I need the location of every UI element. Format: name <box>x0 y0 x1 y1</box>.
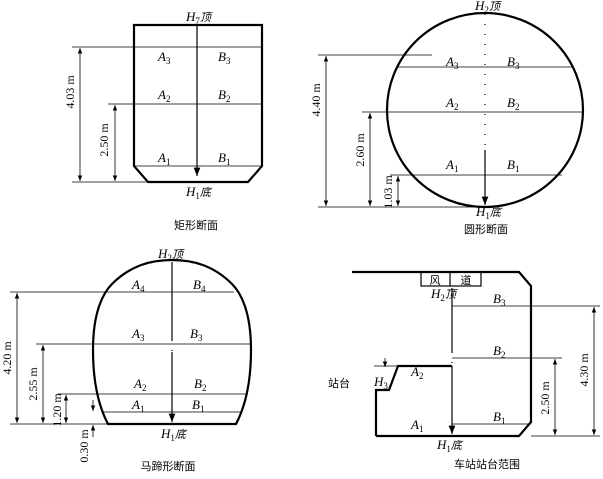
horseshoe-point-b3: B3 <box>190 326 203 343</box>
horseshoe-point-a1: A1 <box>131 397 144 414</box>
rect-point-a1: A1 <box>157 150 170 167</box>
horseshoe-point-a3: A3 <box>131 326 145 343</box>
circle-caption: 圆形断面 <box>464 222 508 236</box>
station-duct-left: 风 <box>430 274 441 287</box>
rect-point-a3: A3 <box>157 49 171 66</box>
rect-h1-label: H1底 <box>185 184 213 201</box>
horseshoe-caption: 马蹄形断面 <box>141 459 196 473</box>
station-roof-wall <box>352 270 533 438</box>
station-platform <box>374 364 452 436</box>
horseshoe-dim-base: 0.30 m <box>77 429 91 463</box>
rect-dim-total: 4.03 m <box>63 75 77 109</box>
rect-point-b3: B3 <box>218 49 231 66</box>
station-caption: 车站站台范围 <box>454 457 520 471</box>
horseshoe-h1-label: H1底 <box>160 426 188 443</box>
station-point-b1: B1 <box>493 409 505 426</box>
horseshoe-outline <box>91 258 253 426</box>
horseshoe-h2-label: H2顶 <box>157 246 185 263</box>
horseshoe-point-b2: B2 <box>194 376 206 393</box>
rect-dim-mid: 2.50 m <box>97 123 111 157</box>
station-dim-total: 4.30 m <box>577 353 591 387</box>
circle-point-b3: B3 <box>507 54 520 71</box>
circle-dim-low: 1.03 m <box>381 175 395 209</box>
circle-point-b2: B2 <box>507 95 519 112</box>
station-duct-right: 道 <box>461 273 472 287</box>
circle-point-b1: B1 <box>507 157 519 174</box>
rect-point-a2: A2 <box>157 87 170 104</box>
horseshoe-dim-low: 1.20 m <box>50 393 64 427</box>
station-dim-mid: 2.50 m <box>538 381 552 415</box>
station-h1-label: H1底 <box>436 437 464 454</box>
circle-point-a2: A2 <box>445 95 458 112</box>
circle-dim-mid: 2.60 m <box>353 133 367 167</box>
rect-h2-label: H7顶 <box>185 9 213 26</box>
horseshoe-point-b1: B1 <box>192 397 204 414</box>
circle-section: 4.40 m 2.60 m 1.03 m A3 B3 A2 B2 A1 B1 H… <box>309 0 585 236</box>
horseshoe-point-a2: A2 <box>133 376 146 393</box>
station-point-b3: B3 <box>493 291 506 308</box>
horseshoe-point-b4: B4 <box>193 277 206 294</box>
station-point-a1: A1 <box>410 417 423 434</box>
station-h3-label: H3 <box>373 374 388 391</box>
circle-h1-label: H1底 <box>475 204 503 221</box>
circle-h2-label: H2顶 <box>474 0 502 15</box>
station-point-b2: B2 <box>493 343 505 360</box>
horseshoe-section: 4.20 m 2.55 m 1.20 m 0.30 m A4 B4 A3 B3 … <box>0 246 253 473</box>
rect-point-b2: B2 <box>218 87 230 104</box>
rect-outline <box>132 23 264 184</box>
circle-dim-total: 4.40 m <box>309 83 323 117</box>
rect-caption: 矩形断面 <box>174 218 218 232</box>
station-h2-label: H2顶 <box>430 286 458 303</box>
station-platform-label: 站台 <box>328 376 350 390</box>
station-section: 风 道 4.30 m 2.50 m B3 B2 A2 B1 A1 H3 站台 H… <box>328 270 600 471</box>
horseshoe-dim-total: 4.20 m <box>0 341 14 375</box>
horseshoe-point-a4: A4 <box>131 277 145 294</box>
rect-section: 4.03 m 2.50 m A3 B3 A2 B2 A1 B1 H7顶 H1底 … <box>63 9 264 232</box>
horseshoe-dim-mid: 2.55 m <box>26 367 40 401</box>
rect-point-b1: B1 <box>218 150 230 167</box>
circle-point-a1: A1 <box>445 157 458 174</box>
station-air-duct <box>420 271 482 287</box>
circle-point-a3: A3 <box>445 54 459 71</box>
